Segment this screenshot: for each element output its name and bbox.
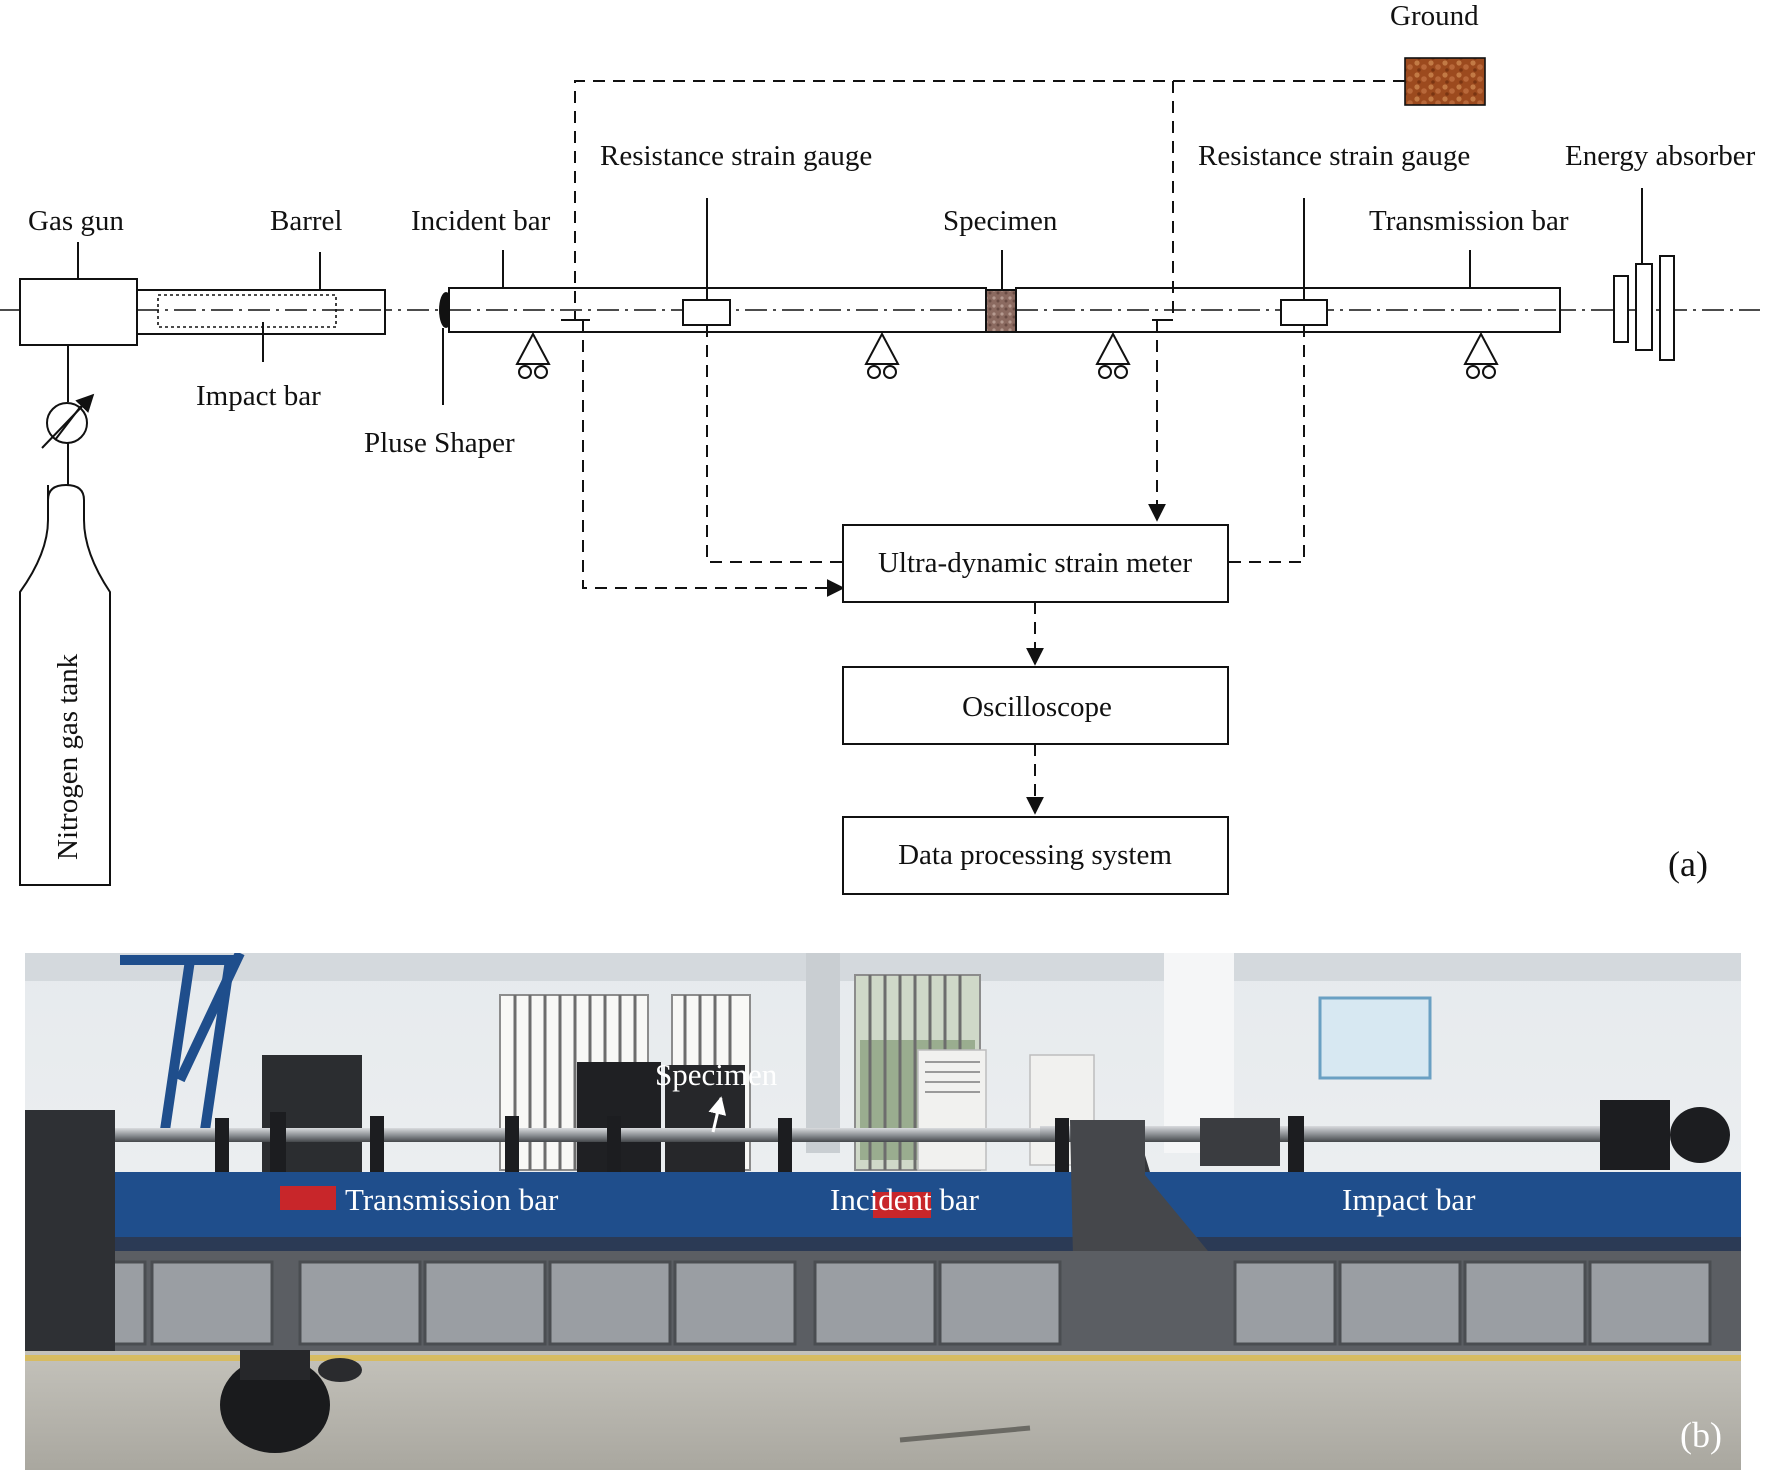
ground-label: Ground (1390, 0, 1479, 32)
energy-absorber-icon (1613, 255, 1675, 361)
panel-b-photo: Specimen Transmission bar Incident bar I… (25, 953, 1741, 1470)
signal-wire-incident (582, 320, 845, 597)
energy-absorber-label: Energy absorber (1565, 140, 1756, 172)
strain-meter-label: Ultra-dynamic strain meter (878, 547, 1192, 579)
impact-bar-dotted (157, 294, 337, 328)
specimen-label: Specimen (943, 205, 1058, 237)
transmission-bar-label: Transmission bar (1369, 205, 1569, 237)
signal-wire-gauge-right (1228, 325, 1305, 563)
specimen-block (985, 289, 1017, 333)
photo-bar-left (40, 1128, 1040, 1142)
photo-incident-bar-label: Incident bar (830, 1182, 980, 1217)
panel-a-tag: (a) (1668, 844, 1708, 884)
panel-a-schematic: Gas gun Barrel Impact bar Nitrogen gas t… (0, 0, 1760, 895)
nitrogen-tank-label: Nitrogen gas tank (52, 653, 84, 860)
strain-gauge-left (682, 299, 731, 326)
signal-wire-gauge-left (706, 325, 843, 563)
gas-gun-box (19, 278, 138, 346)
incident-bar-label: Incident bar (411, 205, 551, 237)
panel-b-tag: (b) (1680, 1415, 1722, 1455)
photo-specimen-label: Specimen (655, 1057, 778, 1092)
barrel-label: Barrel (270, 205, 342, 237)
strain-meter-box (842, 524, 1229, 603)
ground-wire (574, 80, 1405, 320)
oscilloscope-label: Oscilloscope (962, 691, 1112, 723)
photo-transmission-bar-label: Transmission bar (345, 1182, 559, 1217)
strain-gauge-left-label: Resistance strain gauge (600, 140, 872, 172)
data-processing-label: Data processing system (898, 839, 1172, 871)
photo-impact-bar-label: Impact bar (1342, 1182, 1476, 1217)
wall-poster (1318, 996, 1432, 1080)
impact-bar-label: Impact bar (196, 380, 321, 412)
gas-gun-label: Gas gun (28, 205, 124, 237)
ground-block (1404, 57, 1486, 106)
bar-supports (515, 331, 1499, 379)
photo-bar-right (1040, 1126, 1660, 1142)
strain-gauge-right-label: Resistance strain gauge (1198, 140, 1470, 172)
nitrogen-tank-icon (19, 483, 111, 886)
strain-gauge-right (1280, 299, 1328, 326)
pulse-shaper-label: Pluse Shaper (364, 427, 515, 459)
data-processing-box (842, 816, 1229, 895)
photo-floor-blower (220, 1350, 362, 1453)
blue-crane (120, 953, 245, 1131)
